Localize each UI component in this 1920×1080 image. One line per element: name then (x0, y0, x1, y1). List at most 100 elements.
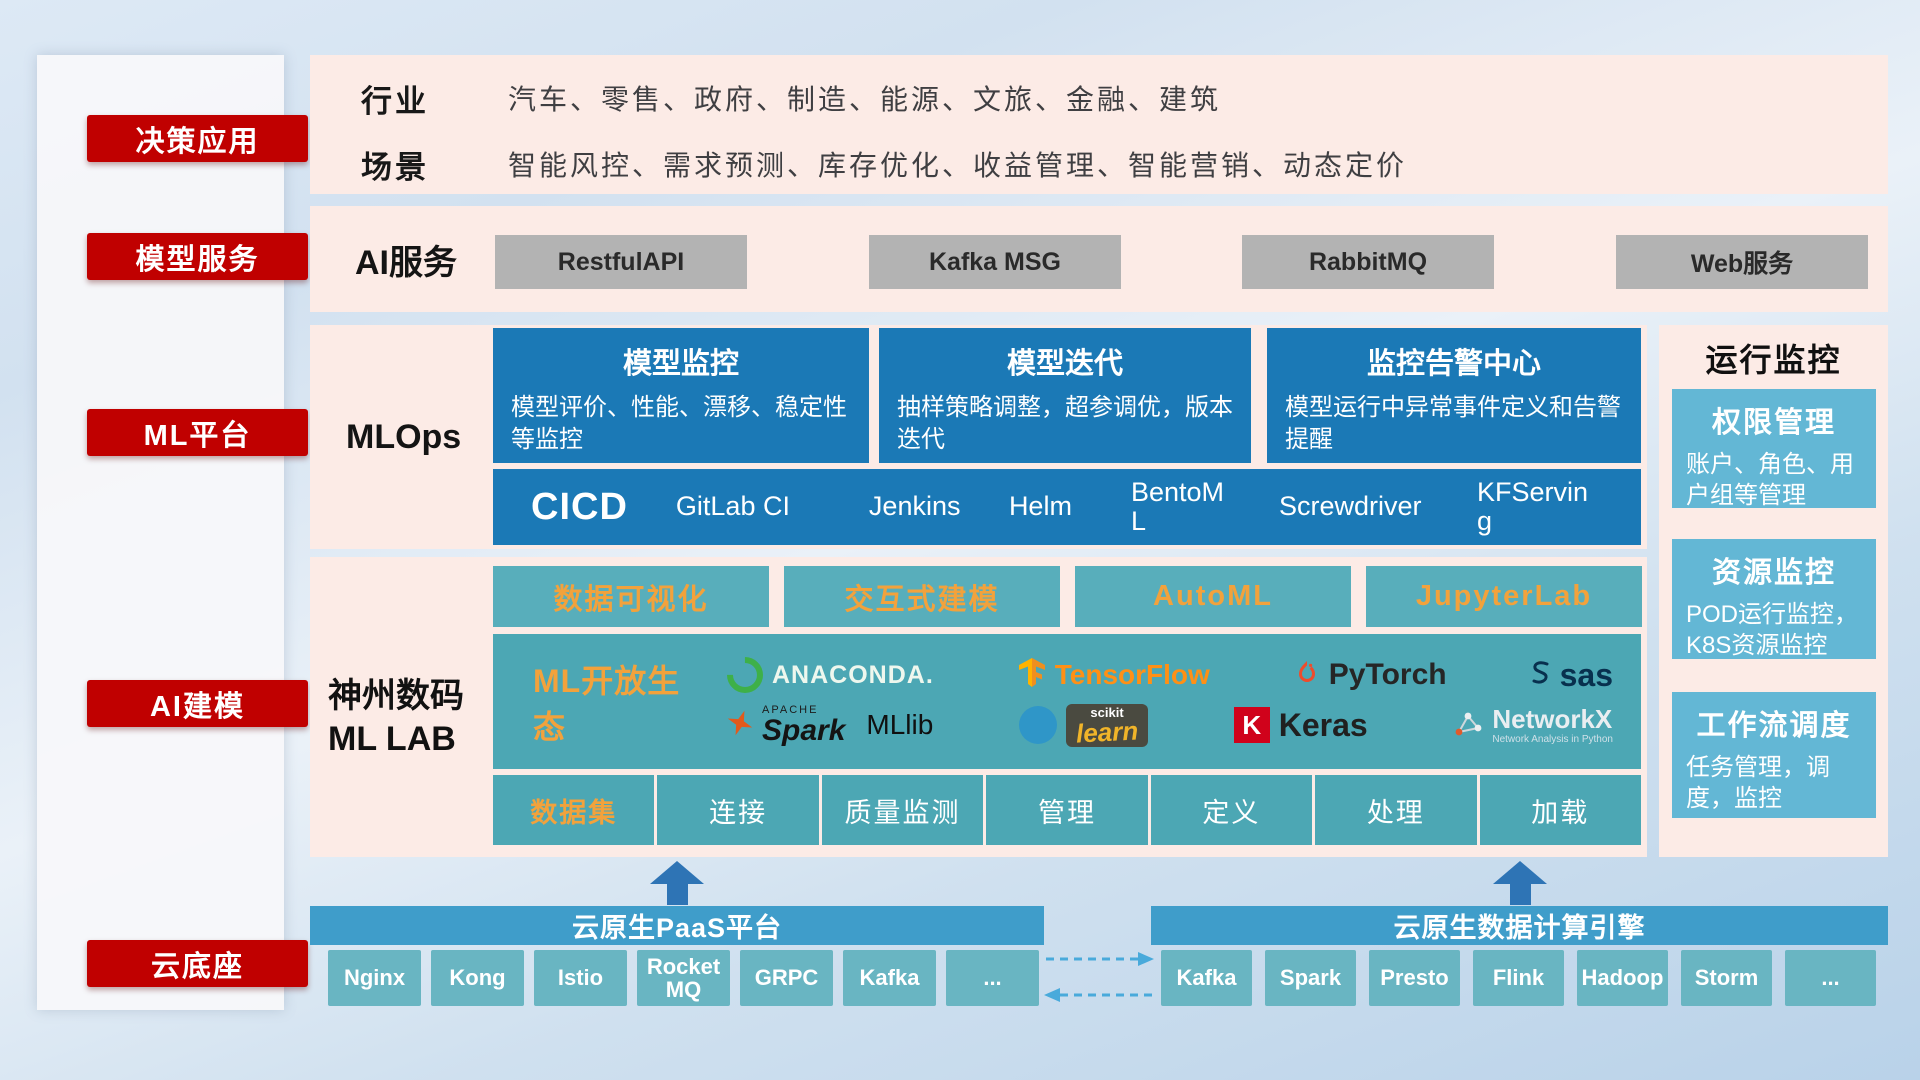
anaconda-logo: ANACONDA. (719, 649, 934, 701)
card-body: 任务管理，调度，监控 (1686, 754, 1830, 813)
networkx-wordmark: NetworkX Network Analysis in Python (1492, 705, 1613, 745)
tool-automl: AutoML (1075, 566, 1351, 627)
engine-storm: Storm (1681, 950, 1772, 1006)
arrow-head (1493, 861, 1547, 884)
spark-mllib-logo: APACHE Spark MLlib (727, 703, 933, 747)
arrow-shaft (1509, 884, 1531, 905)
rail-item-ml-platform: ML平台 (87, 409, 308, 456)
scikit-learn-badge: scikit learn (1065, 703, 1149, 749)
engine-presto: Presto (1369, 950, 1460, 1006)
ecosystem-logos: ANACONDA. TensorFlow (713, 649, 1627, 749)
paas-platform-bar: 云原生PaaS平台 (310, 906, 1044, 945)
rail-item-cloud-base: 云底座 (87, 940, 308, 987)
logo-row-2: APACHE Spark MLlib scikit learn K (713, 703, 1627, 749)
mllab-label-line1: 神州数码 (328, 677, 464, 715)
ml-ecosystem-box: ML开放生态 ANACONDA. TensorF (493, 634, 1641, 769)
cicd-label: CICD (531, 485, 628, 528)
pytorch-wordmark: PyTorch (1328, 658, 1447, 691)
service-restfulapi: RestfulAPI (495, 235, 747, 289)
card-title: 监控告警中心 (1366, 348, 1541, 380)
pytorch-flame-icon (1294, 659, 1320, 692)
networkx-tagline: Network Analysis in Python (1492, 733, 1613, 745)
rail-item-decision-apps: 决策应用 (87, 115, 308, 162)
card-workflow-scheduler: 工作流调度 任务管理，调度，监控 (1672, 692, 1876, 818)
logo-row-1: ANACONDA. TensorFlow (713, 649, 1627, 701)
card-body: 账户、角色、用户组等管理 (1686, 451, 1854, 510)
card-title: 权限管理 (1711, 407, 1836, 439)
card-title: 模型迭代 (1006, 348, 1123, 380)
tool-jupyterlab: JupyterLab (1366, 566, 1642, 627)
paas-grpc: GRPC (740, 950, 833, 1006)
engine-kafka: Kafka (1161, 950, 1252, 1006)
card-model-iteration: 模型迭代 抽样策略调整，超参调优，版本迭代 (879, 328, 1251, 463)
tool-data-visualization: 数据可视化 (493, 566, 769, 627)
card-alert-center: 监控告警中心 模型运行中异常事件定义和告警提醒 (1267, 328, 1641, 463)
industry-scenario-band: 行业 汽车、零售、政府、制造、能源、文旅、金融、建筑 场景 智能风控、需求预测、… (310, 55, 1888, 194)
mllab-label-line2: ML LAB (328, 719, 456, 758)
card-title: 资源监控 (1711, 557, 1836, 589)
card-body: 抽样策略调整，超参调优，版本迭代 (897, 394, 1233, 454)
scikit-learn-logo: scikit learn (1018, 703, 1149, 749)
pipeline-manage: 管理 (986, 775, 1148, 845)
cicd-jenkins: Jenkins (868, 491, 961, 522)
up-arrow-icon (650, 861, 704, 905)
cicd-gitlab-ci: GitLab CI (675, 491, 790, 522)
scenario-list: 智能风控、需求预测、库存优化、收益管理、智能营销、动态定价 (508, 150, 1408, 181)
left-rail: 决策应用 模型服务 ML平台 AI建模 云底座 (37, 55, 308, 1010)
tool-interactive-modeling: 交互式建模 (784, 566, 1060, 627)
paas-more: ... (946, 950, 1039, 1006)
tensorflow-logo: TensorFlow (1018, 657, 1210, 693)
service-rabbitmq: RabbitMQ (1242, 235, 1494, 289)
rail-item-ai-modeling: AI建模 (87, 680, 308, 727)
card-permission-management: 权限管理 账户、角色、用户组等管理 (1672, 389, 1876, 510)
cicd-kfserving: KFServing (1476, 476, 1589, 536)
pipeline-quality-monitor: 质量监测 (821, 775, 984, 845)
data-engine-bar: 云原生数据计算引擎 (1151, 906, 1888, 945)
mllab-tools-row: 数据可视化 交互式建模 AutoML JupyterLab (493, 566, 1642, 627)
learn-label: learn (1075, 714, 1139, 749)
pytorch-logo: PyTorch (1294, 658, 1447, 692)
card-model-monitoring: 模型监控 模型评价、性能、漂移、稳定性等监控 (493, 328, 869, 463)
industry-row: 行业 汽车、零售、政府、制造、能源、文旅、金融、建筑 (310, 73, 1888, 123)
paas-nginx: Nginx (328, 950, 421, 1006)
mllab-label: 神州数码 ML LAB (328, 675, 483, 760)
engine-hadoop: Hadoop (1577, 950, 1668, 1006)
card-title: 工作流调度 (1696, 710, 1852, 742)
mlops-band: MLOps 模型监控 模型评价、性能、漂移、稳定性等监控 模型迭代 抽样策略调整… (310, 325, 1647, 549)
apache-label: APACHE (762, 703, 819, 716)
paas-kong: Kong (431, 950, 524, 1006)
mlops-label: MLOps (346, 417, 462, 456)
mllab-band: 神州数码 ML LAB 数据可视化 交互式建模 AutoML JupyterLa… (310, 557, 1647, 857)
cicd-helm: Helm (1008, 491, 1072, 522)
card-body: 模型评价、性能、漂移、稳定性等监控 (511, 394, 847, 454)
paas-kafka: Kafka (843, 950, 936, 1006)
card-body: POD运行监控，K8S资源监控 (1686, 601, 1859, 660)
arrow-shaft (666, 884, 688, 905)
spark-wordmark: APACHE Spark (762, 703, 846, 747)
runtime-monitor-panel: 运行监控 权限管理 账户、角色、用户组等管理 资源监控 POD运行监控，K8S资… (1659, 325, 1888, 857)
ai-service-band: AI服务 RestfulAPI Kafka MSG RabbitMQ Web服务 (310, 206, 1888, 312)
dashed-flow-arrows-icon (1040, 945, 1158, 1012)
spark-word: Spark (762, 713, 846, 747)
pipeline-dataset: 数据集 (493, 775, 655, 845)
tensorflow-wordmark: TensorFlow (1054, 659, 1210, 690)
pipeline-connect: 连接 (657, 775, 819, 845)
spark-star-icon (727, 710, 753, 741)
pipeline-define: 定义 (1150, 775, 1313, 845)
keras-logo: K Keras (1233, 707, 1368, 744)
cicd-bar: CICD GitLab CI Jenkins Helm BentoML Scre… (493, 469, 1641, 545)
engine-spark: Spark (1265, 950, 1356, 1006)
service-web: Web服务 (1616, 235, 1868, 289)
paas-istio: Istio (534, 950, 627, 1006)
engine-flink: Flink (1473, 950, 1564, 1006)
dataset-pipeline-row: 数据集 连接 质量监测 管理 定义 处理 加载 (493, 775, 1641, 845)
pipeline-process: 处理 (1315, 775, 1477, 845)
sas-wordmark: sas (1559, 656, 1613, 693)
industry-list: 汽车、零售、政府、制造、能源、文旅、金融、建筑 (508, 84, 1222, 115)
tensorflow-icon (1018, 657, 1046, 693)
anaconda-wordmark: ANACONDA. (772, 660, 934, 689)
sas-icon (1531, 660, 1551, 691)
card-body: 模型运行中异常事件定义和告警提醒 (1285, 394, 1621, 454)
industry-label: 行业 (361, 83, 429, 119)
anaconda-icon (719, 649, 771, 701)
